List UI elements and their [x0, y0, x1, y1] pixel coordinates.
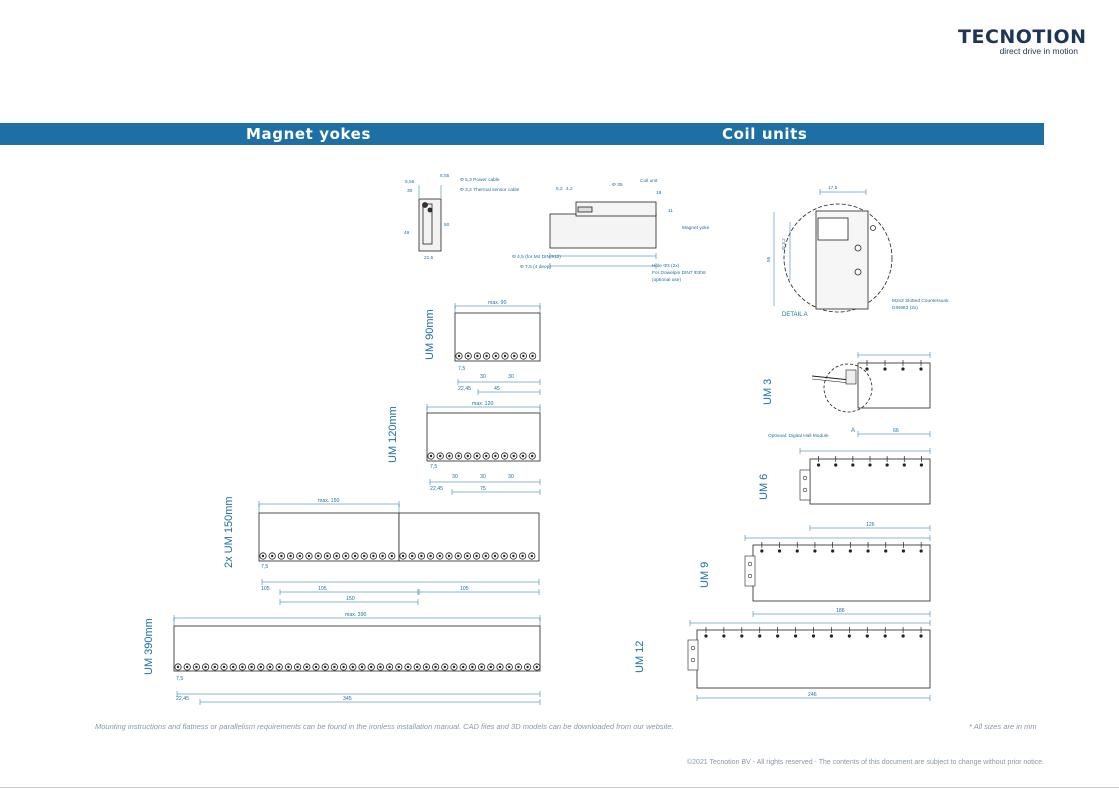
dim: 30 [508, 474, 514, 480]
dim: 30 [480, 374, 486, 380]
coil-um9-length: 186 [836, 608, 845, 614]
note-m4: Φ 4,5 (for M4 DIN 912) [512, 254, 561, 260]
coil-um3-length: 66 [893, 428, 899, 434]
dim: 7,5 [261, 564, 268, 570]
dim: 345 [343, 696, 352, 702]
yoke-um120-label: UM 120mm [387, 406, 399, 463]
coil-um3-label: UM 3 [762, 379, 774, 405]
coil-um12-length: 246 [808, 692, 817, 698]
dim-555a: 5,55 [405, 179, 415, 185]
note-thermal-cable: Φ 3,2 Thermal sensor cable [460, 187, 520, 193]
coil-um12-label: UM 12 [634, 641, 646, 673]
magnet-yokes-heading: Magnet yokes [246, 125, 371, 143]
dim-215: 21,5 [424, 255, 434, 261]
coil-um12-body [696, 629, 931, 689]
dim: 22,45 [176, 696, 189, 702]
yoke-um150-max: max. 150 [318, 498, 339, 504]
dim: 105 [261, 586, 270, 592]
detail-dim-175: 17,5 [828, 185, 838, 191]
detail-dim-32: Φ 3,2 [781, 238, 787, 250]
footer-rule [0, 787, 1119, 788]
yoke-um120-max: max. 120 [472, 401, 493, 407]
coil-um3-body [857, 362, 931, 409]
dim: 150 [346, 596, 355, 602]
note-deep: Φ 7,5 (4 deep) [520, 264, 551, 270]
detail-a-label: DETAIL A [782, 312, 808, 318]
note-hole: Hole Φ3 (2x) [652, 263, 680, 269]
dim: 7,5 [458, 366, 465, 372]
detail-a-drawing [783, 203, 893, 313]
yoke-um150-label: 2x UM 150mm [223, 496, 235, 568]
dim: 22,45 [430, 486, 443, 492]
brand-logo: TECNOTION direct drive in motion [958, 26, 1087, 56]
copyright: ©2021 Tecnotion BV - All rights reserved… [686, 759, 1044, 766]
dim: 30 [480, 474, 486, 480]
dim-49: 49 [404, 230, 410, 236]
coil-um6-length: 126 [866, 522, 875, 528]
note-magnet-yoke: Magnet yoke [682, 225, 710, 231]
dim: 7,5 [176, 676, 183, 682]
dim: 105 [460, 586, 469, 592]
yoke-um390-label: UM 390mm [143, 618, 155, 675]
note-dowelpin: For Dowelpin DIN7 Φ3h8 [652, 270, 706, 276]
note-power-cable: Φ 5,3 Power cable [460, 177, 500, 183]
note-coil-unit: Coil unit [640, 178, 658, 184]
magnet-rows [174, 352, 541, 671]
dimension-lines [173, 189, 931, 705]
dim: 75 [480, 486, 486, 492]
coil-mounting-holes [687, 360, 924, 671]
note-optional: (optional use) [652, 277, 681, 283]
coil-units-heading: Coil units [722, 125, 808, 143]
cross-section-front-view [549, 201, 657, 249]
detail-note-2: DIN963 (2x) [892, 305, 918, 311]
note-diam35: Φ 35 [612, 182, 623, 188]
yoke-um390-max: max. 390 [345, 612, 366, 618]
yoke-um390-body [173, 625, 541, 672]
coil-um6-label: UM 6 [758, 474, 770, 500]
dim-30: 30 [407, 188, 413, 194]
brand-name: TECNOTION [958, 26, 1087, 48]
coil-um9-label: UM 9 [699, 562, 711, 588]
detail-dim-55: 55 [766, 256, 772, 262]
detail-ref-a: A [851, 428, 855, 434]
dim: 30 [452, 474, 458, 480]
dim: 30 [508, 374, 514, 380]
dim-555b: 5,55 [440, 173, 450, 179]
brand-tagline: direct drive in motion [999, 46, 1078, 56]
yoke-um90-max: max. 90 [488, 300, 507, 306]
dim-18: 18 [656, 190, 662, 196]
mounting-note: Mounting instructions and flatness or pa… [95, 722, 674, 731]
coil-um9-body [752, 544, 931, 602]
dim: 7,5 [430, 464, 437, 470]
section-banner: Magnet yokes Coil units [0, 123, 1044, 145]
yoke-um90-label: UM 90mm [424, 309, 436, 360]
detail-note-1: M2x3 Slotted Countersunk [892, 298, 949, 304]
sizes-note: * All sizes are in mm [969, 722, 1037, 731]
dim-11: 11 [668, 208, 673, 214]
dim-50: 50 [444, 222, 450, 228]
dim-42: 4,2 [566, 186, 573, 192]
um3-detail-circle [823, 363, 873, 413]
dim: 22,45 [458, 386, 471, 392]
hall-module-note: Optional: Digital Hall Module [768, 433, 829, 439]
dim: 45 [494, 386, 500, 392]
cross-section-side-view [418, 185, 442, 252]
dim: 105 [318, 586, 327, 592]
dim-52: 5,2 [556, 186, 563, 192]
